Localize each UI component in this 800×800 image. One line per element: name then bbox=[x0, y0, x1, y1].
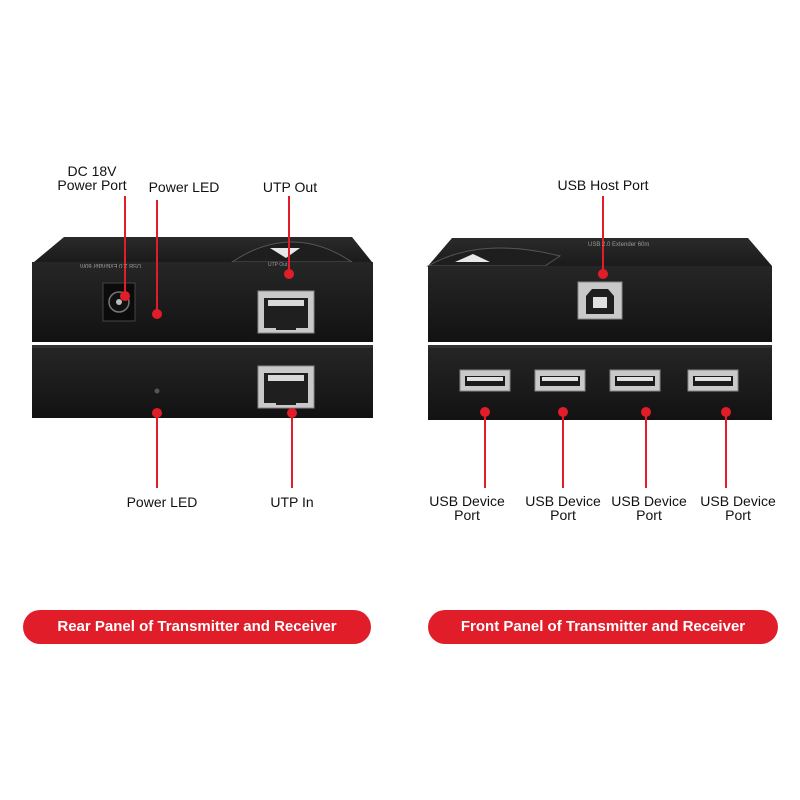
dc-power-jack-icon bbox=[102, 282, 136, 322]
power-led-bottom-icon bbox=[154, 388, 160, 394]
usb-device-label-line2: Port bbox=[454, 507, 480, 523]
usb-device-port-4-icon bbox=[687, 369, 739, 392]
dc-power-label-line1: DC 18V bbox=[67, 163, 117, 179]
brand-logo-front-icon bbox=[426, 247, 562, 267]
callout-lines bbox=[120, 196, 731, 488]
usb-device-port-label-3: USB Device Port bbox=[607, 494, 691, 522]
device-utp-mark: UTP Out bbox=[268, 262, 288, 268]
usb-device-port-2-icon bbox=[534, 369, 586, 392]
usb-device-label-line1: USB Device bbox=[525, 493, 601, 509]
rear-panel-caption: Rear Panel of Transmitter and Receiver bbox=[23, 610, 371, 644]
usb-device-port-3-icon bbox=[609, 369, 661, 392]
usb-device-port-label-1: USB Device Port bbox=[425, 494, 509, 522]
rear-receiver-unit bbox=[32, 345, 373, 418]
power-led-top-label: Power LED bbox=[148, 179, 220, 195]
usb-device-label-line2: Port bbox=[636, 507, 662, 523]
usb-device-port-label-4: USB Device Port bbox=[696, 494, 780, 522]
usb-device-port-label-2: USB Device Port bbox=[521, 494, 605, 522]
utp-out-label: UTP Out bbox=[262, 179, 318, 195]
front-receiver-unit bbox=[428, 345, 772, 420]
front-transmitter-unit bbox=[426, 238, 772, 342]
usb-device-label-line1: USB Device bbox=[429, 493, 505, 509]
rear-transmitter-unit bbox=[32, 237, 373, 342]
usb-device-port-1-icon bbox=[459, 369, 511, 392]
usb-host-port-icon bbox=[577, 281, 623, 320]
utp-in-port-icon bbox=[257, 365, 315, 409]
usb-device-label-line1: USB Device bbox=[700, 493, 776, 509]
utp-out-port-icon bbox=[257, 290, 315, 334]
usb-device-label-line2: Port bbox=[550, 507, 576, 523]
utp-in-label: UTP In bbox=[270, 494, 314, 510]
front-panel-caption: Front Panel of Transmitter and Receiver bbox=[428, 610, 778, 644]
usb-device-label-line1: USB Device bbox=[611, 493, 687, 509]
dc-power-port-label: DC 18V Power Port bbox=[50, 164, 134, 192]
usb-host-port-label: USB Host Port bbox=[557, 177, 649, 193]
usb-device-label-line2: Port bbox=[725, 507, 751, 523]
power-led-bottom-label: Power LED bbox=[126, 494, 198, 510]
dc-power-label-line2: Power Port bbox=[57, 177, 127, 193]
device-model-text: USB 2.0 Extender 60m bbox=[80, 262, 142, 268]
brand-logo-icon bbox=[230, 241, 354, 263]
device-model-text-front: USB 2.0 Extender 60m bbox=[588, 242, 650, 248]
